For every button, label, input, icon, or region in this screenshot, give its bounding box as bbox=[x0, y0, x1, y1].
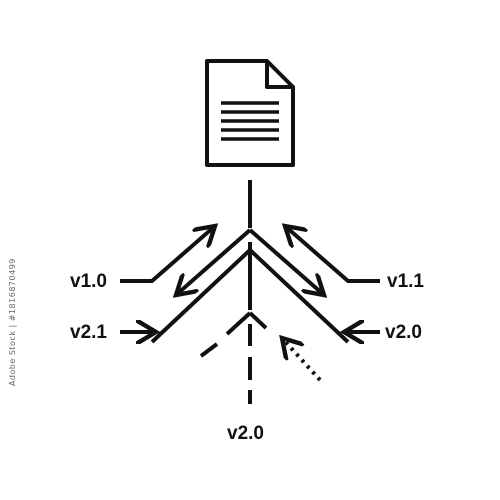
document-text-lines bbox=[221, 101, 279, 141]
label-v2-0-bottom: v2.0 bbox=[227, 423, 264, 444]
v1-1-arrow bbox=[285, 226, 380, 283]
branch-left-dashed bbox=[199, 311, 252, 358]
branch-left-upper bbox=[176, 228, 252, 295]
branch-right-lower bbox=[248, 248, 350, 344]
label-v2-1: v2.1 bbox=[70, 322, 107, 343]
branch-right-upper bbox=[248, 228, 324, 295]
label-v1-0: v1.0 bbox=[70, 271, 107, 292]
label-v1-1: v1.1 bbox=[387, 271, 424, 292]
label-v2-0-right: v2.0 bbox=[385, 322, 422, 343]
branch-right-dashed bbox=[248, 311, 268, 330]
dotted-incoming-arrow bbox=[282, 338, 322, 382]
document-icon bbox=[205, 59, 295, 167]
stock-id-text: Adobe Stock | #1816870499 bbox=[8, 258, 17, 386]
v1-0-arrow bbox=[120, 226, 215, 283]
branch-left-lower bbox=[150, 248, 252, 344]
